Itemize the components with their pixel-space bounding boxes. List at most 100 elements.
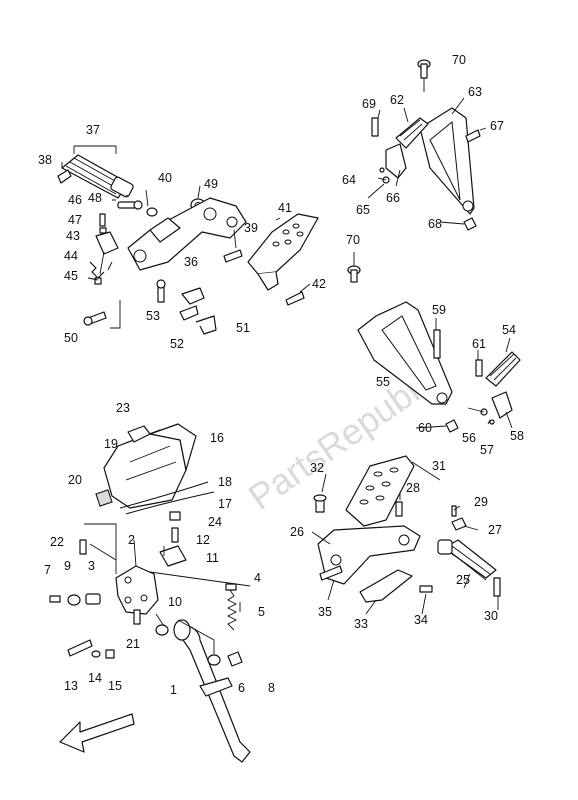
rider-footpeg[interactable]	[437, 539, 497, 581]
callout-10: 10	[168, 595, 182, 609]
washer[interactable]	[67, 594, 81, 606]
bolt[interactable]	[79, 539, 87, 555]
callout-9: 9	[64, 559, 71, 573]
bolt[interactable]	[419, 585, 433, 593]
bolt[interactable]	[395, 501, 403, 517]
sidestand-assembly	[49, 423, 251, 763]
callout-32: 32	[310, 461, 324, 475]
bolt[interactable]	[417, 59, 431, 79]
wire-harness[interactable]	[119, 481, 215, 515]
heel-guard[interactable]	[345, 455, 415, 527]
callout-2: 2	[128, 533, 135, 547]
sidestand[interactable]	[173, 619, 251, 763]
bolt[interactable]	[347, 265, 361, 283]
passenger-bracket[interactable]	[357, 301, 453, 405]
bolt[interactable]	[285, 291, 305, 306]
callout-53: 53	[146, 309, 160, 323]
clamp[interactable]	[169, 511, 181, 521]
callout-26: 26	[290, 525, 304, 539]
bolt[interactable]	[67, 639, 93, 657]
pin[interactable]	[475, 359, 483, 377]
callout-59: 59	[432, 303, 446, 317]
pin[interactable]	[433, 329, 441, 359]
footrest-bracket[interactable]	[317, 525, 421, 585]
passenger-footpeg[interactable]	[395, 117, 429, 149]
callout-23: 23	[116, 401, 130, 415]
pin[interactable]	[371, 117, 379, 137]
passenger-bracket[interactable]	[419, 107, 475, 215]
callout-49: 49	[204, 177, 218, 191]
plate[interactable]	[95, 231, 119, 255]
sidestand-switch[interactable]	[159, 527, 187, 567]
callout-70-mid: 70	[346, 233, 360, 247]
right-passenger-footrest-assembly	[367, 59, 487, 231]
callout-24: 24	[208, 515, 222, 529]
spring[interactable]	[379, 167, 385, 173]
callout-70-top: 70	[452, 53, 466, 67]
washer[interactable]	[146, 207, 158, 217]
footpeg-holder[interactable]	[491, 391, 513, 419]
sidestand-cover[interactable]	[103, 423, 197, 509]
nut[interactable]	[94, 277, 102, 285]
callout-37: 37	[86, 123, 100, 137]
heel-plate[interactable]	[359, 569, 413, 603]
bolt[interactable]	[319, 565, 343, 581]
heel-guard[interactable]	[247, 213, 319, 291]
washer[interactable]	[91, 650, 101, 658]
bolt[interactable]	[99, 213, 106, 227]
bolt[interactable]	[223, 249, 243, 263]
bolt[interactable]	[156, 279, 166, 303]
footpeg-holder[interactable]	[385, 143, 407, 179]
callout-35: 35	[318, 605, 332, 619]
nut[interactable]	[463, 217, 477, 231]
bolt[interactable]	[465, 129, 481, 143]
bolt[interactable]	[313, 494, 327, 513]
callout-8: 8	[268, 681, 275, 695]
bolt[interactable]	[133, 609, 141, 625]
callout-11: 11	[206, 551, 219, 565]
callout-44: 44	[64, 249, 78, 263]
sidestand-bracket[interactable]	[115, 565, 159, 615]
bolt[interactable]	[85, 593, 101, 605]
callout-63: 63	[468, 85, 482, 99]
left-footrest-assembly	[57, 145, 319, 335]
callout-28: 28	[406, 481, 420, 495]
callout-43: 43	[66, 229, 80, 243]
callout-4: 4	[254, 571, 261, 585]
left-footpeg[interactable]	[61, 154, 134, 199]
collar[interactable]	[105, 649, 115, 659]
passenger-footpeg[interactable]	[485, 351, 521, 387]
bolt[interactable]	[83, 311, 107, 326]
callout-68: 68	[428, 217, 442, 231]
spring[interactable]	[89, 261, 105, 279]
clip[interactable]	[451, 517, 467, 531]
spring[interactable]	[451, 505, 457, 517]
callout-60: 60	[418, 421, 432, 435]
callout-65: 65	[356, 203, 370, 217]
callout-46: 46	[68, 193, 82, 207]
callout-45: 45	[64, 269, 78, 283]
bolt[interactable]	[117, 200, 143, 210]
collar[interactable]	[207, 654, 221, 666]
nut[interactable]	[445, 419, 459, 433]
pin[interactable]	[493, 577, 501, 597]
right-footrest-assembly	[311, 455, 501, 615]
callout-67: 67	[490, 119, 504, 133]
callout-30: 30	[484, 609, 498, 623]
callout-27: 27	[488, 523, 502, 537]
bolt[interactable]	[49, 595, 61, 603]
pin[interactable]	[57, 169, 72, 184]
ball[interactable]	[489, 419, 495, 425]
label-plate[interactable]	[95, 489, 113, 507]
callout-64: 64	[342, 173, 356, 187]
clip[interactable]	[179, 287, 217, 335]
nut[interactable]	[227, 651, 243, 667]
bolt[interactable]	[99, 227, 107, 234]
callout-41: 41	[278, 201, 292, 215]
callout-42: 42	[312, 277, 326, 291]
callout-12: 12	[196, 533, 210, 547]
sidestand-spring[interactable]	[225, 583, 238, 631]
rubber-block[interactable]	[127, 425, 151, 443]
washer[interactable]	[155, 624, 169, 636]
footrest-bracket[interactable]	[127, 197, 247, 271]
